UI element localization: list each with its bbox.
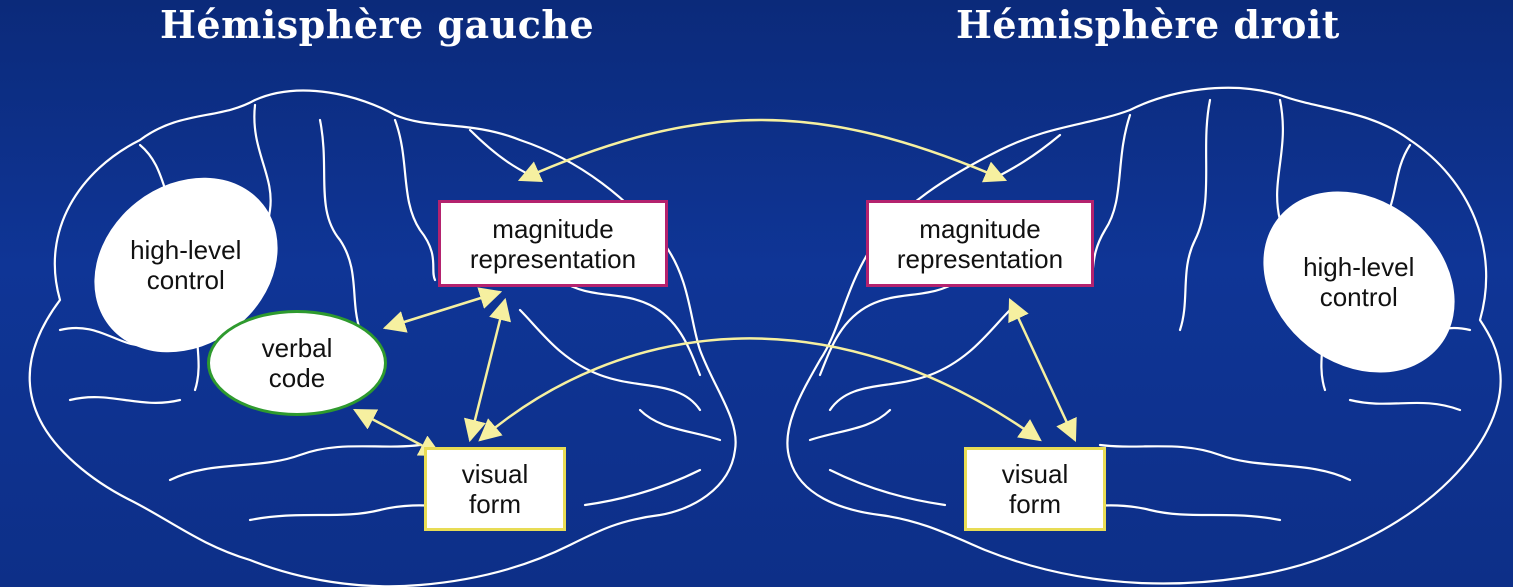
right-visual-form: visual form — [964, 447, 1106, 531]
left-visual-form-line2: form — [469, 489, 521, 519]
left-visual-form-line1: visual — [462, 459, 528, 489]
right-magnitude-line1: magnitude — [919, 214, 1040, 244]
left-magnitude-line1: magnitude — [492, 214, 613, 244]
right-magnitude-line2: representation — [897, 244, 1063, 274]
verbal-code-line1: verbal — [262, 333, 333, 363]
right-high-level-control-line2: control — [1303, 282, 1414, 312]
left-high-level-control-line1: high-level — [130, 235, 241, 265]
title-left-hemisphere: Hémisphère gauche — [160, 2, 594, 47]
arrow-magnitude-visual-left — [470, 300, 505, 440]
verbal-code: verbal code — [207, 310, 387, 416]
right-high-level-control-line1: high-level — [1303, 252, 1414, 282]
verbal-code-line2: code — [269, 363, 325, 393]
right-magnitude-representation: magnitude representation — [866, 200, 1094, 287]
arrow-magnitude-visual-right — [1010, 300, 1075, 440]
left-visual-form: visual form — [424, 447, 566, 531]
left-magnitude-representation: magnitude representation — [438, 200, 668, 287]
title-right-hemisphere: Hémisphère droit — [956, 2, 1340, 47]
right-visual-form-line2: form — [1009, 489, 1061, 519]
arrow-verbal-magnitude-left — [385, 292, 500, 328]
left-high-level-control-line2: control — [130, 265, 241, 295]
arrows — [355, 120, 1075, 455]
right-visual-form-line1: visual — [1002, 459, 1068, 489]
arrow-magnitude-interhemispheric — [520, 120, 1005, 180]
left-magnitude-line2: representation — [470, 244, 636, 274]
